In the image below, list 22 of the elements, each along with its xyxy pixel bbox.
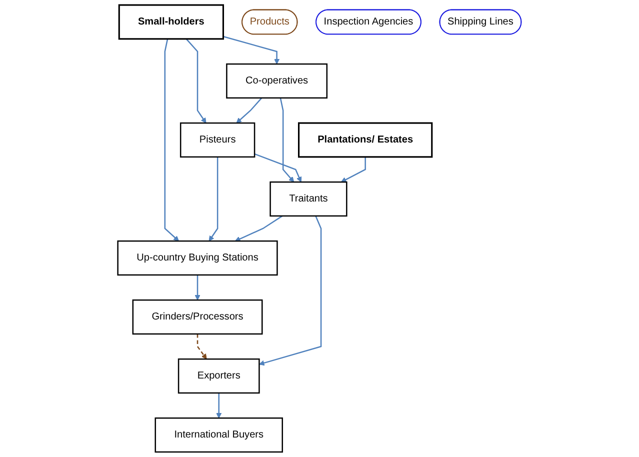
node-box: Up-country Buying Stations <box>117 240 278 276</box>
arrow <box>223 36 280 64</box>
arrow <box>164 38 180 242</box>
node-box: Small-holders <box>118 4 224 40</box>
node-box: Co-operatives <box>226 63 328 99</box>
arrow <box>340 156 366 182</box>
arrow <box>186 38 206 124</box>
node-box: Plantations/ Estates <box>298 122 433 158</box>
node-box: Pisteurs <box>180 122 256 158</box>
arrow <box>254 153 302 182</box>
node-box: Exporters <box>178 358 260 394</box>
arrow <box>216 392 222 418</box>
arrow <box>196 334 207 360</box>
arrow <box>234 215 283 242</box>
arrow <box>236 98 262 124</box>
node-box: Grinders/Processors <box>132 299 263 335</box>
node-box: International Buyers <box>154 417 283 453</box>
node-box: Traitants <box>270 181 348 217</box>
arrow <box>194 274 200 300</box>
arrow <box>280 98 294 182</box>
arrow <box>208 156 218 242</box>
arrow <box>258 216 322 366</box>
